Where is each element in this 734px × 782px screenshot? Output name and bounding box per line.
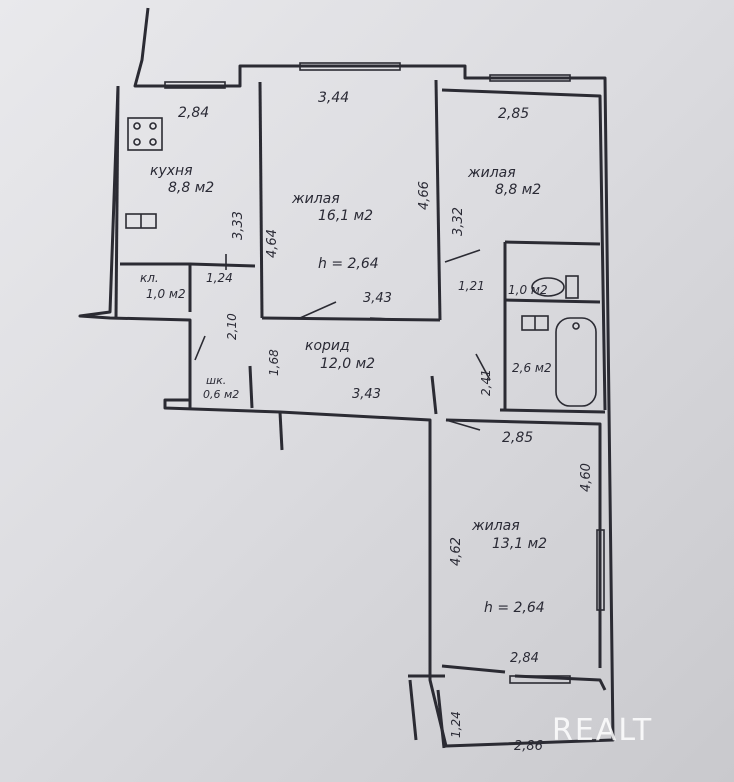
bath-area: 2,6 м2 xyxy=(512,361,552,375)
living-bottom-height: h = 2,64 xyxy=(484,600,545,616)
closet-name: шк. xyxy=(206,374,226,387)
living-bottom-bottom: 2,84 xyxy=(510,651,539,666)
balcony-depth: 1,24 xyxy=(449,711,463,738)
kitchen-width: 2,84 xyxy=(178,105,209,121)
closet-area: 0,6 м2 xyxy=(203,388,239,401)
corridor-left: 2,10 xyxy=(225,313,239,340)
interior-walls xyxy=(120,79,607,749)
doors xyxy=(194,249,491,431)
living-bottom-name: жилая xyxy=(471,518,520,534)
outer-walls xyxy=(78,7,615,748)
kitchen-sink-icon xyxy=(125,213,157,229)
pantry-area: 1,0 м2 xyxy=(146,287,186,301)
living-right-depth: 3,32 xyxy=(451,207,466,236)
living-bottom-area: 13,1 м2 xyxy=(492,536,547,552)
living-center-depth-right: 4,66 xyxy=(417,181,432,210)
corridor-area: 12,0 м2 xyxy=(320,356,375,372)
wc-area: 1,0 м2 xyxy=(508,283,548,297)
kitchen-area: 8,8 м2 xyxy=(168,180,214,196)
living-right-area: 8,8 м2 xyxy=(495,182,541,198)
living-bottom-depth-right: 4,60 xyxy=(579,463,594,492)
living-center-name: жилая xyxy=(291,191,340,207)
realt-watermark: REALT xyxy=(552,713,653,748)
room-labels: 2,84 кухня 8,8 м2 3,33 3,44 жилая 16,1 м… xyxy=(140,90,594,754)
living-right-width: 2,85 xyxy=(498,106,529,122)
pantry-name: кл. xyxy=(140,271,159,285)
washbasin-icon xyxy=(521,315,549,331)
living-right-name: жилая xyxy=(467,165,516,181)
kitchen-depth: 3,33 xyxy=(231,211,246,240)
living-center-depth-left: 4,64 xyxy=(265,229,280,258)
wc-width: 1,21 xyxy=(458,279,485,293)
living-center-bottom: 3,43 xyxy=(363,291,392,306)
toilet-icon xyxy=(531,275,579,299)
bath-depth: 2,41 xyxy=(479,369,493,396)
corridor-width: 3,43 xyxy=(352,387,381,402)
windows xyxy=(164,62,605,684)
living-bottom-width: 2,85 xyxy=(502,430,533,446)
corridor-name: корид xyxy=(305,338,350,354)
corridor-left2: 1,68 xyxy=(267,349,281,376)
stove-icon xyxy=(127,117,163,151)
balcony-width: 2,86 xyxy=(514,739,543,754)
living-center-area: 16,1 м2 xyxy=(318,208,373,224)
living-center-width: 3,44 xyxy=(318,90,349,106)
bathtub-icon xyxy=(555,317,597,407)
living-bottom-depth-left: 4,62 xyxy=(449,537,464,566)
pantry-width: 1,24 xyxy=(206,271,233,285)
living-center-height: h = 2,64 xyxy=(318,256,379,272)
kitchen-name: кухня xyxy=(150,163,193,179)
